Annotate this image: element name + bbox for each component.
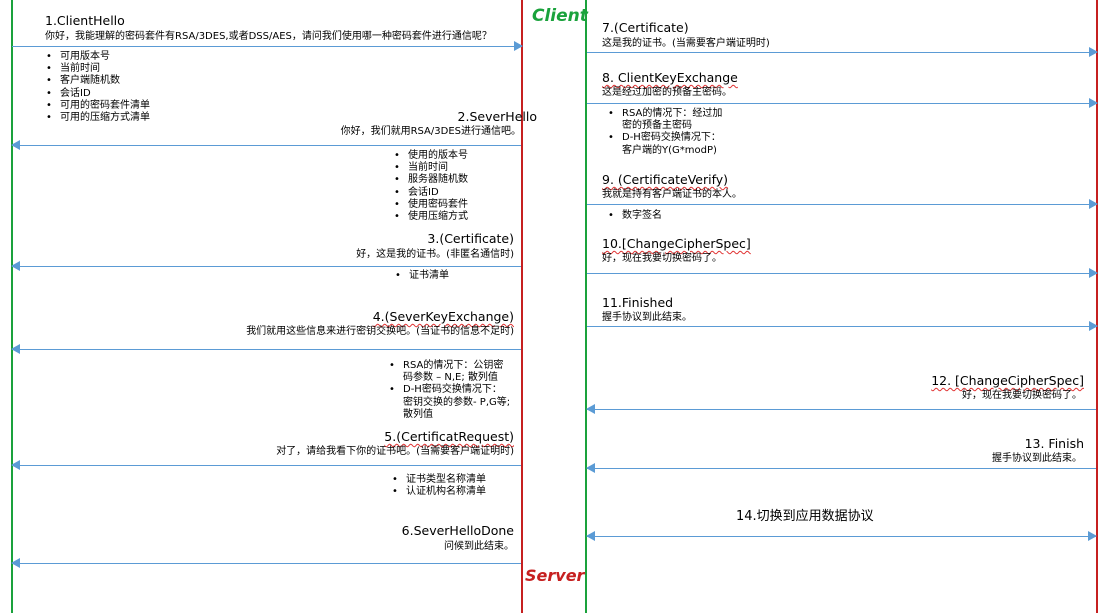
step-4-title: 4.(SeverKeyExchange) — [373, 309, 514, 324]
step-6-title: 6.SeverHelloDone — [401, 523, 514, 538]
step-5-desc: 对了，请给我看下你的证书吧。(当需要客户端证明时) — [276, 446, 514, 457]
list-item: 当前时间 — [44, 63, 150, 75]
list-item: 会话ID — [392, 187, 468, 199]
step-14-title: 14.切换到应用数据协议 — [736, 509, 874, 524]
step-3-items: 证书清单 — [393, 270, 449, 282]
list-item: D-H密码交换情况下： 客户端的Y(G*modP) — [606, 132, 722, 156]
step-2-items: 使用的版本号 当前时间 服务器随机数 会话ID 使用密码套件 使用压缩方式 — [392, 150, 468, 223]
list-item: 当前时间 — [392, 162, 468, 174]
list-item: D-H密码交换情况下： 密钥交换的参数- P,G等; 散列值 — [387, 384, 510, 421]
list-item: 数字签名 — [606, 210, 662, 222]
step-13-desc: 握手协议到此结束。 — [992, 453, 1082, 464]
server-label: Server — [525, 566, 585, 585]
step-1-items: 可用版本号 当前时间 客户端随机数 会话ID 可用的密码套件清单 可用的压缩方式… — [44, 51, 150, 124]
step-9-items: 数字签名 — [606, 210, 662, 222]
step-8-title-text: 8. ClientKeyExchange — [602, 70, 738, 85]
step-5-title-text: 5.(CertificatRequest) — [384, 429, 514, 444]
step-7-arrow — [587, 47, 1098, 57]
step-9-title-text: 9. (CertificateVerify) — [602, 172, 729, 187]
step-13-title: 13. Finish — [1024, 436, 1084, 451]
step-2-title: 2.SeverHello — [457, 109, 537, 124]
step-12-arrow — [586, 404, 1096, 414]
step-14-arrow — [586, 531, 1097, 541]
step-3-arrow — [11, 261, 521, 271]
step-6-desc: 问候到此结束。 — [444, 541, 514, 552]
list-item: 证书清单 — [393, 270, 449, 282]
list-item: 认证机构名称清单 — [390, 486, 486, 498]
list-item: 服务器随机数 — [392, 174, 468, 186]
step-2-arrow — [11, 140, 521, 150]
step-7-title: 7.(Certificate) — [602, 20, 689, 35]
list-item: 可用的密码套件清单 — [44, 100, 150, 112]
step-8-desc: 这是经过加密的预备主密码。 — [602, 87, 732, 98]
step-9-title: 9. (CertificateVerify) — [602, 172, 728, 187]
step-3-title: 3.(Certificate) — [427, 231, 514, 246]
step-10-desc: 好，现在我要切换密码了。 — [602, 253, 722, 264]
list-item: 会话ID — [44, 88, 150, 100]
step-7-desc: 这是我的证书。(当需要客户端证明时) — [602, 38, 770, 49]
step-11-arrow — [587, 321, 1098, 331]
step-11-title: 11.Finished — [602, 295, 674, 310]
step-4-items: RSA的情况下：公钥密 码参数 – N,E; 散列值 D-H密码交换情况下： 密… — [387, 360, 510, 421]
step-2-desc: 你好，我们就用RSA/3DES进行通信吧。 — [340, 126, 521, 137]
server-lifeline-left — [521, 0, 523, 613]
client-lifeline-left — [11, 0, 13, 613]
step-4-title-text: 4.(SeverKeyExchange) — [372, 309, 514, 324]
step-4-arrow — [11, 344, 521, 354]
step-4-desc: 我们就用这些信息来进行密钥交换吧。(当证书的信息不足时) — [246, 326, 514, 337]
step-12-title-text: 12. [ChangeCipherSpec] — [931, 373, 1084, 388]
list-item: 客户端随机数 — [44, 75, 150, 87]
step-3-desc: 好，这是我的证书。(非匿名通信时) — [356, 249, 514, 260]
step-11-desc: 握手协议到此结束。 — [602, 312, 692, 323]
step-8-items: RSA的情况下：经过加 密的预备主密码 D-H密码交换情况下： 客户端的Y(G*… — [606, 108, 722, 157]
list-item: RSA的情况下：公钥密 码参数 – N,E; 散列值 — [387, 360, 510, 384]
list-item: RSA的情况下：经过加 密的预备主密码 — [606, 108, 722, 132]
step-13-arrow — [586, 463, 1096, 473]
step-1-arrow — [12, 41, 523, 51]
list-item: 证书类型名称清单 — [390, 474, 486, 486]
step-10-title-text: 10.[ChangeCipherSpec] — [602, 236, 751, 251]
step-9-desc: 我就是持有客户端证书的本人。 — [602, 189, 742, 200]
step-9-arrow — [587, 199, 1098, 209]
step-12-desc: 好，现在我要切换密码了。 — [962, 390, 1082, 401]
step-5-items: 证书类型名称清单 认证机构名称清单 — [390, 474, 486, 499]
client-label: Client — [532, 6, 588, 26]
client-lifeline-right — [585, 0, 587, 613]
step-6-arrow — [11, 558, 521, 568]
list-item: 使用压缩方式 — [392, 211, 468, 223]
step-1-title: 1.ClientHello — [45, 13, 125, 28]
list-item: 可用的压缩方式清单 — [44, 112, 150, 124]
step-8-title: 8. ClientKeyExchange — [602, 70, 738, 85]
list-item: 可用版本号 — [44, 51, 150, 63]
step-5-title: 5.(CertificatRequest) — [384, 429, 514, 444]
step-12-title: 12. [ChangeCipherSpec] — [931, 373, 1084, 388]
step-10-arrow — [587, 268, 1098, 278]
step-8-arrow — [587, 98, 1098, 108]
step-1-desc: 你好，我能理解的密码套件有RSA/3DES,或者DSS/AES，请问我们使用哪一… — [45, 31, 492, 42]
list-item: 使用的版本号 — [392, 150, 468, 162]
step-10-title: 10.[ChangeCipherSpec] — [602, 236, 751, 251]
server-lifeline-right — [1096, 0, 1098, 613]
step-5-arrow — [11, 460, 521, 470]
list-item: 使用密码套件 — [392, 199, 468, 211]
